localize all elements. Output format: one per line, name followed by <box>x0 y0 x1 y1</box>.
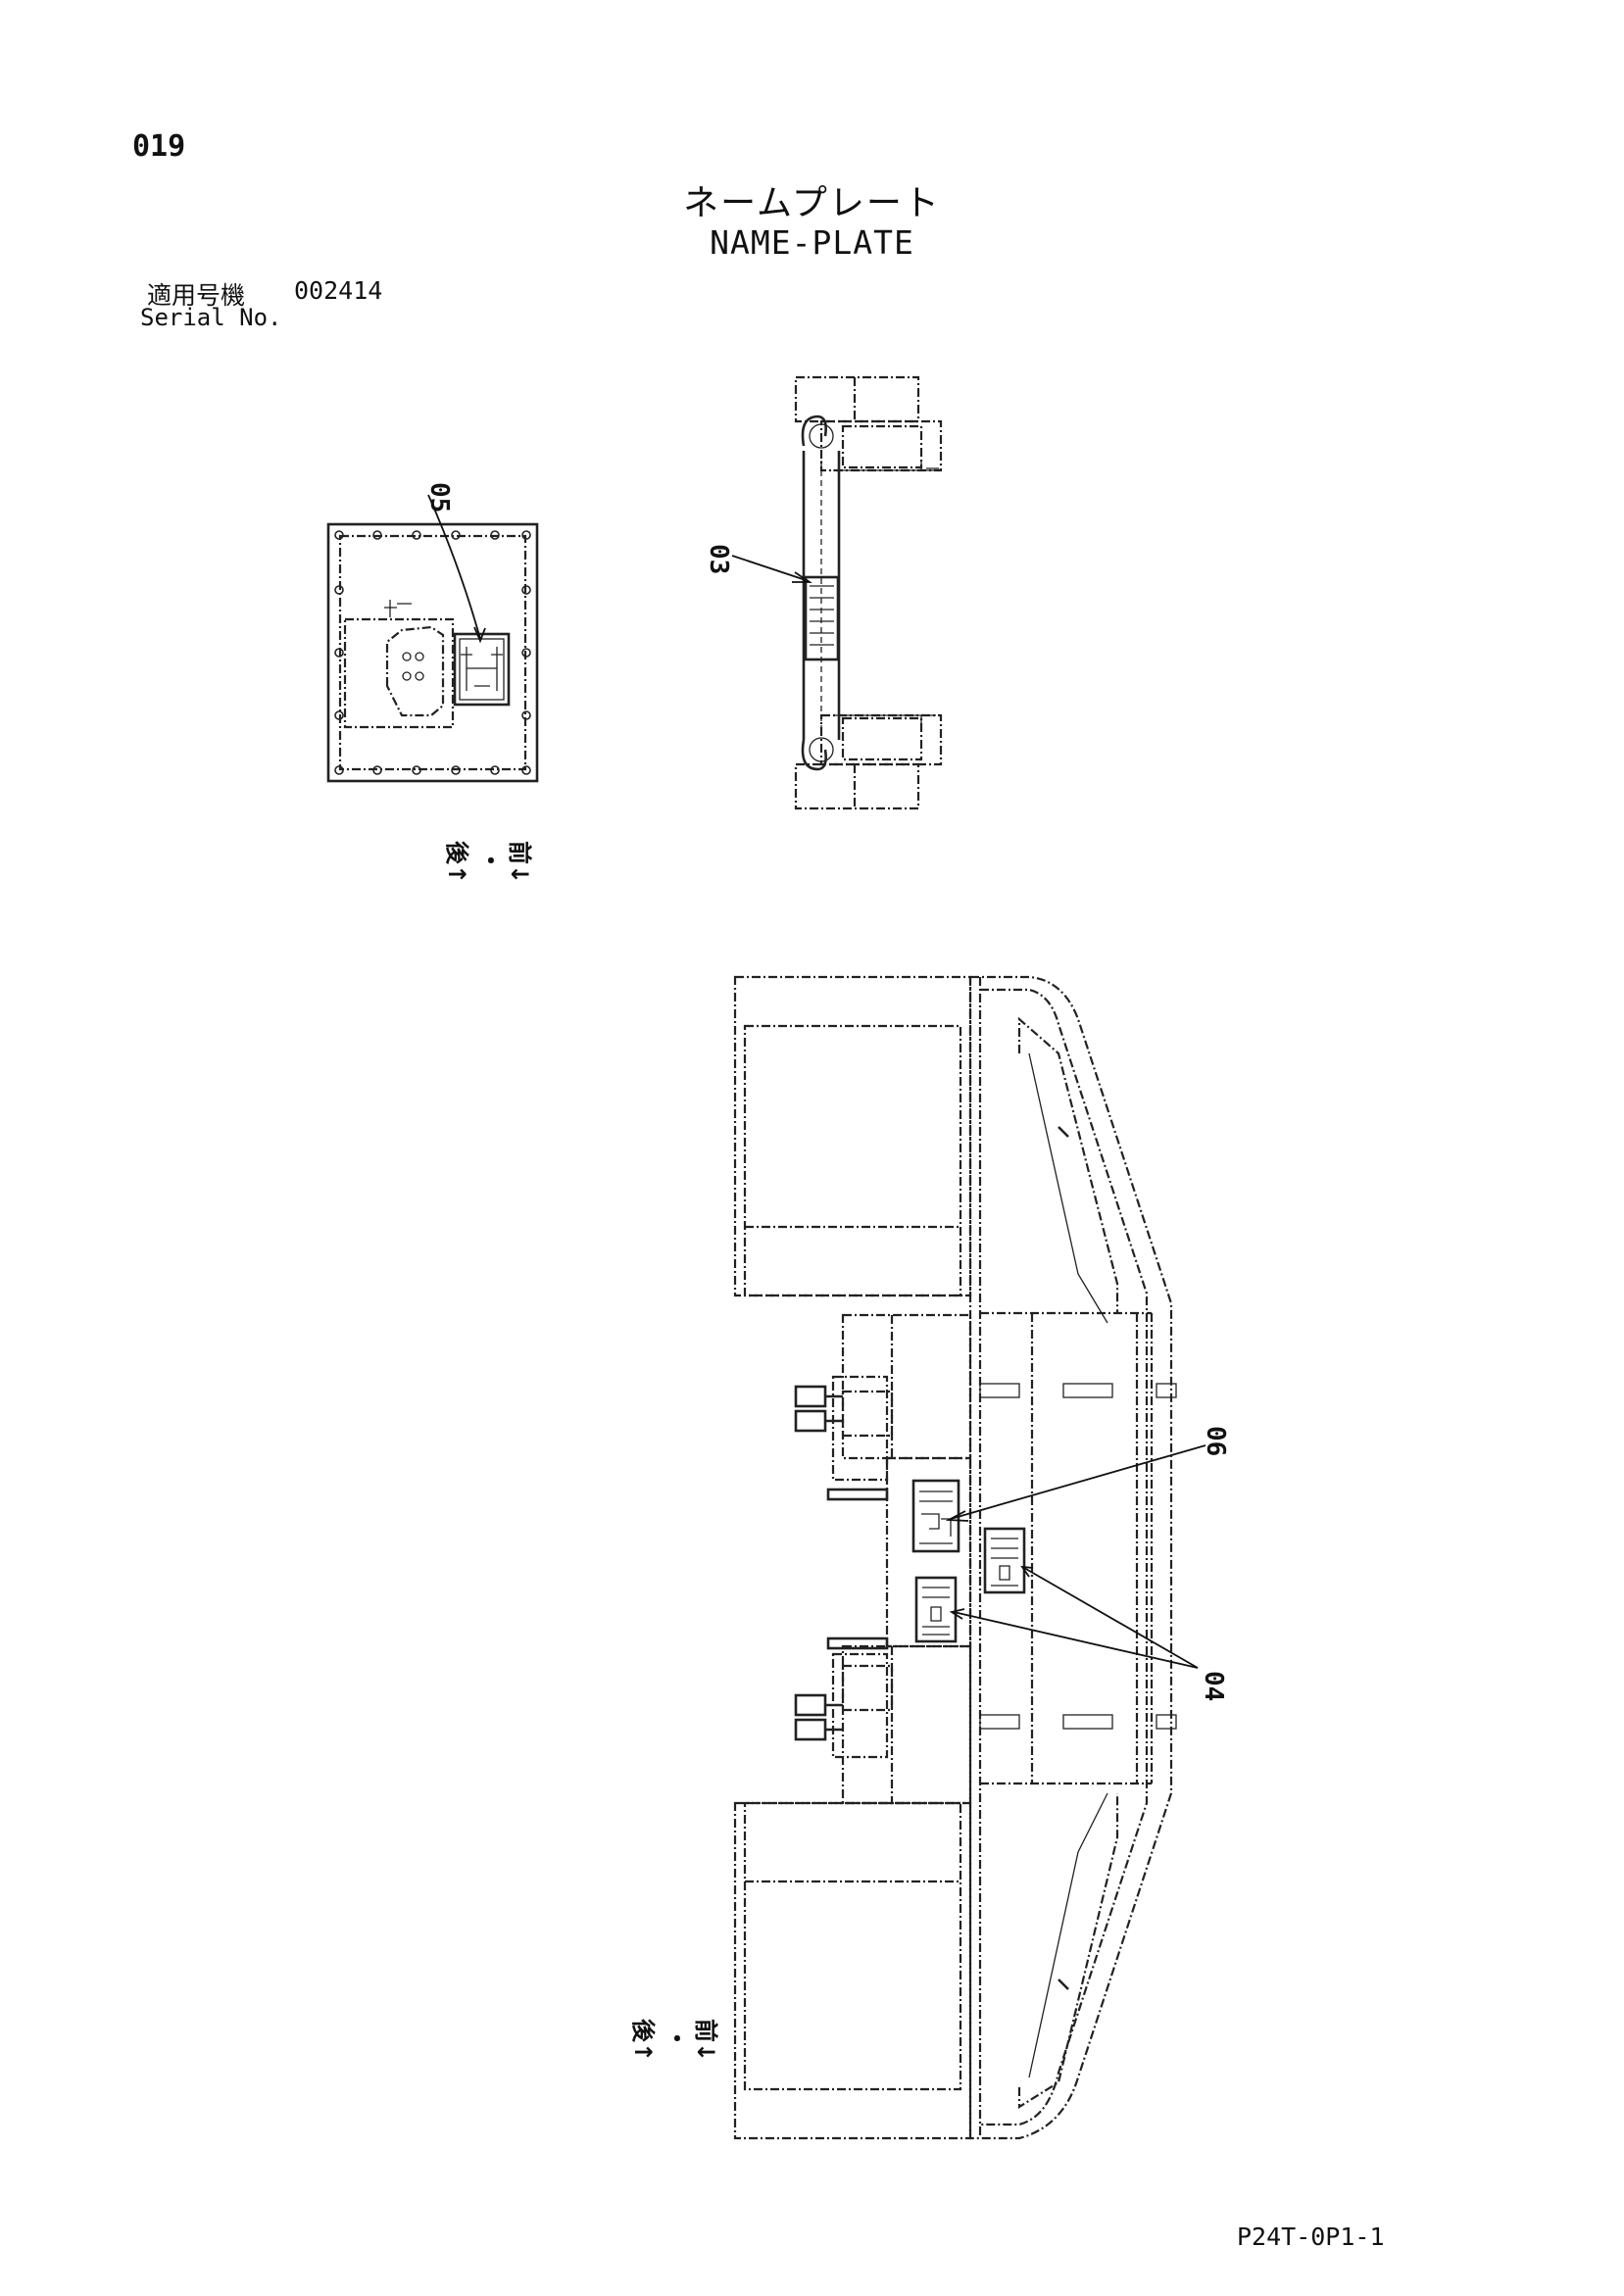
direction-front: 前↓ <box>692 2019 719 2062</box>
title-japanese: ネームプレート <box>683 183 941 223</box>
direction-rear: 後↑ <box>629 2019 657 2062</box>
serial-label-english: Serial No. <box>140 304 282 331</box>
callout-03: 03 <box>704 544 733 574</box>
leader-lines <box>427 494 1206 1669</box>
callout-06: 06 <box>1201 1426 1230 1456</box>
direction-rear: 後↑ <box>443 841 470 884</box>
direction-separator: ・ <box>476 849 504 872</box>
panel-view <box>326 522 539 783</box>
page-number: 019 <box>132 129 186 164</box>
direction-indicator-bottom: 後↑ ・ 前↓ <box>629 2019 719 2062</box>
serial-number-value: 002414 <box>294 276 383 305</box>
side-view <box>733 975 1177 2140</box>
direction-indicator-top: 後↑ ・ 前↓ <box>443 841 533 884</box>
boom-view <box>794 375 943 810</box>
document-code: P24T-0P1-1 <box>1237 2223 1385 2251</box>
title-english: NAME-PLATE <box>710 223 914 262</box>
serial-label-japanese: 適用号機 <box>147 281 246 310</box>
callout-04: 04 <box>1199 1671 1228 1701</box>
direction-front: 前↓ <box>506 841 533 884</box>
callout-05: 05 <box>424 482 454 513</box>
direction-separator: ・ <box>663 2027 690 2050</box>
